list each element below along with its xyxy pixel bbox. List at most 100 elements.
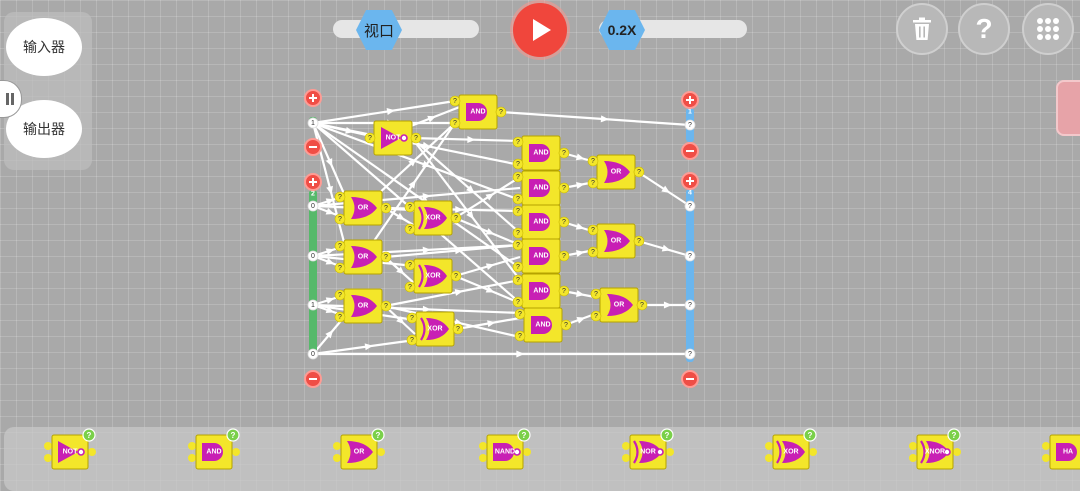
gate-and[interactable]: AND??? bbox=[512, 238, 570, 274]
pin-badge[interactable] bbox=[590, 288, 602, 300]
gate-or[interactable]: OR??? bbox=[334, 288, 392, 324]
side-drawer-tab[interactable] bbox=[1056, 80, 1080, 136]
pin-badge[interactable] bbox=[512, 205, 524, 217]
pin-badge[interactable] bbox=[558, 182, 570, 194]
pin-badge[interactable] bbox=[633, 235, 645, 247]
gate-not[interactable]: NOT?? bbox=[364, 120, 422, 156]
palette-not-gate[interactable]: NOT? bbox=[44, 428, 96, 470]
pin-badge[interactable] bbox=[410, 132, 422, 144]
pin-badge[interactable] bbox=[558, 216, 570, 228]
pin-badge[interactable] bbox=[380, 251, 392, 263]
output-pin[interactable] bbox=[684, 119, 696, 131]
pin-badge[interactable] bbox=[380, 300, 392, 312]
pin-badge[interactable] bbox=[514, 330, 526, 342]
pin-badge[interactable] bbox=[512, 261, 524, 273]
gate-and[interactable]: AND??? bbox=[514, 307, 572, 343]
output-pin[interactable] bbox=[684, 348, 696, 360]
pin-badge[interactable] bbox=[406, 312, 418, 324]
pin-badge[interactable] bbox=[512, 239, 524, 251]
output-add-button[interactable] bbox=[681, 172, 699, 190]
pin-badge[interactable] bbox=[380, 202, 392, 214]
gate-or[interactable]: OR??? bbox=[590, 287, 648, 323]
pin-badge[interactable] bbox=[512, 227, 524, 239]
pin-badge[interactable] bbox=[512, 296, 524, 308]
input-pin[interactable] bbox=[307, 299, 319, 311]
pin-badge[interactable] bbox=[404, 281, 416, 293]
gate-and[interactable]: AND??? bbox=[512, 170, 570, 206]
palette-xor-gate[interactable]: XOR? bbox=[765, 428, 817, 470]
input-remove-button[interactable] bbox=[304, 138, 322, 156]
help-button[interactable]: ? bbox=[958, 3, 1010, 55]
info-badge[interactable] bbox=[947, 428, 961, 442]
pin-badge[interactable] bbox=[558, 285, 570, 297]
pin-badge[interactable] bbox=[560, 319, 572, 331]
gate-and[interactable]: AND??? bbox=[512, 273, 570, 309]
pin-badge[interactable] bbox=[587, 224, 599, 236]
pin-badge[interactable] bbox=[404, 223, 416, 235]
input-pin[interactable] bbox=[307, 117, 319, 129]
pin-badge[interactable] bbox=[512, 136, 524, 148]
pin-badge[interactable] bbox=[334, 311, 346, 323]
pin-badge[interactable] bbox=[512, 171, 524, 183]
pin-badge[interactable] bbox=[334, 262, 346, 274]
gate-or[interactable]: OR??? bbox=[587, 154, 645, 190]
info-badge[interactable] bbox=[517, 428, 531, 442]
pin-badge[interactable] bbox=[587, 155, 599, 167]
output-remove-button[interactable] bbox=[681, 142, 699, 160]
gate-xor[interactable]: XOR??? bbox=[404, 200, 462, 236]
speed-slider-handle[interactable]: 0.2X bbox=[599, 10, 645, 50]
pin-badge[interactable] bbox=[512, 193, 524, 205]
palette-nor-gate[interactable]: NOR? bbox=[622, 428, 674, 470]
palette-and-gate[interactable]: AND? bbox=[188, 428, 240, 470]
pin-badge[interactable] bbox=[590, 310, 602, 322]
gate-xor[interactable]: XOR??? bbox=[406, 311, 464, 347]
output-pin[interactable] bbox=[684, 200, 696, 212]
pin-badge[interactable] bbox=[636, 299, 648, 311]
pin-badge[interactable] bbox=[495, 106, 507, 118]
info-badge[interactable] bbox=[371, 428, 385, 442]
input-remove-button[interactable] bbox=[304, 370, 322, 388]
play-icon[interactable] bbox=[513, 3, 567, 57]
output-remove-button[interactable] bbox=[681, 370, 699, 388]
input-add-button[interactable] bbox=[304, 89, 322, 107]
output-pin[interactable] bbox=[684, 250, 696, 262]
gate-or[interactable]: OR??? bbox=[334, 190, 392, 226]
pin-badge[interactable] bbox=[452, 323, 464, 335]
pin-badge[interactable] bbox=[404, 201, 416, 213]
info-badge[interactable] bbox=[660, 428, 674, 442]
pin-badge[interactable] bbox=[449, 117, 461, 129]
output-add-button[interactable] bbox=[681, 91, 699, 109]
input-pin[interactable] bbox=[307, 348, 319, 360]
palette-nand-gate[interactable]: NAND? bbox=[479, 428, 531, 470]
input-add-button[interactable] bbox=[304, 173, 322, 191]
gate-xor[interactable]: XOR??? bbox=[404, 258, 462, 294]
gate-or[interactable]: OR??? bbox=[587, 223, 645, 259]
trash-button[interactable] bbox=[896, 3, 948, 55]
pin-badge[interactable] bbox=[514, 308, 526, 320]
gate-or[interactable]: OR??? bbox=[334, 239, 392, 275]
pin-badge[interactable] bbox=[558, 250, 570, 262]
output-pin[interactable] bbox=[684, 299, 696, 311]
palette-ha-gate[interactable]: HA bbox=[1042, 434, 1080, 470]
pin-badge[interactable] bbox=[334, 213, 346, 225]
viewport-slider-handle[interactable]: 视口 bbox=[356, 10, 402, 50]
input-pin[interactable] bbox=[307, 250, 319, 262]
pin-badge[interactable] bbox=[450, 270, 462, 282]
gate-and[interactable]: AND??? bbox=[512, 204, 570, 240]
pin-badge[interactable] bbox=[334, 289, 346, 301]
pin-badge[interactable] bbox=[364, 132, 376, 144]
pin-badge[interactable] bbox=[512, 158, 524, 170]
menu-button[interactable] bbox=[1022, 3, 1074, 55]
input-device-button[interactable]: 输入器 bbox=[6, 18, 82, 76]
input-pin[interactable] bbox=[307, 200, 319, 212]
pin-badge[interactable] bbox=[404, 259, 416, 271]
pin-badge[interactable] bbox=[558, 147, 570, 159]
pin-badge[interactable] bbox=[512, 274, 524, 286]
palette-or-gate[interactable]: OR? bbox=[333, 428, 385, 470]
pin-badge[interactable] bbox=[334, 240, 346, 252]
info-badge[interactable] bbox=[82, 428, 96, 442]
pin-badge[interactable] bbox=[406, 334, 418, 346]
palette-xnor-gate[interactable]: XNOR? bbox=[909, 428, 961, 470]
gate-and[interactable]: AND??? bbox=[512, 135, 570, 171]
info-badge[interactable] bbox=[226, 428, 240, 442]
